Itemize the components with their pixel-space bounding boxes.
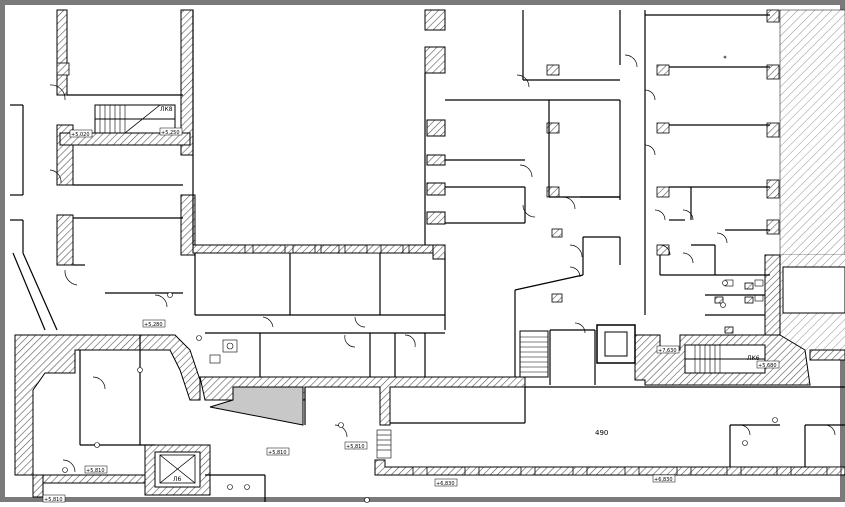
elevation-tag: +5,810 (346, 444, 365, 450)
exterior-box (782, 266, 845, 314)
elevation-tag: +5,250 (161, 130, 180, 136)
elevation-tag: +6,830 (654, 477, 673, 483)
elevation-tag: +5,020 (71, 132, 90, 138)
staircase-lk6 (684, 344, 766, 374)
axis-markers (62, 55, 778, 503)
stair-label-l6: Л6 (173, 476, 182, 483)
staircase-center (519, 330, 549, 378)
partition-walls (10, 10, 845, 502)
elevation-tag: +5,810 (44, 497, 63, 503)
floor-plan-drawing: 490 ЛК8 ЛК6 Л6 +5,020 +5,250 +5,280 +5,8… (10, 9, 845, 503)
elevation-tag: +5,680 (758, 363, 777, 369)
steps-corridor (376, 429, 392, 459)
elevation-tag: +5,810 (86, 468, 105, 474)
highlighted-room[interactable] (209, 386, 304, 426)
elevator-shaft-l6 (154, 451, 201, 488)
sanitary-fixtures (209, 279, 764, 364)
elevation-tags: +5,020 +5,250 +5,280 +5,810 +5,810 +5,81… (42, 127, 780, 503)
elevation-tag: +6,830 (436, 481, 455, 487)
stair-label-lk6: ЛК6 (747, 355, 760, 362)
room-number-main-corridor: 490 (595, 429, 608, 437)
elevator-small (596, 324, 636, 364)
elevation-tag: +5,810 (268, 450, 287, 456)
stair-label-lk8: ЛК8 (160, 106, 173, 113)
column-squares (56, 9, 842, 476)
elevation-tag: +5,280 (144, 322, 163, 328)
exterior-hatched-area (779, 9, 845, 256)
door-swings (49, 54, 836, 473)
elevation-tag: +7,630 (658, 348, 677, 354)
